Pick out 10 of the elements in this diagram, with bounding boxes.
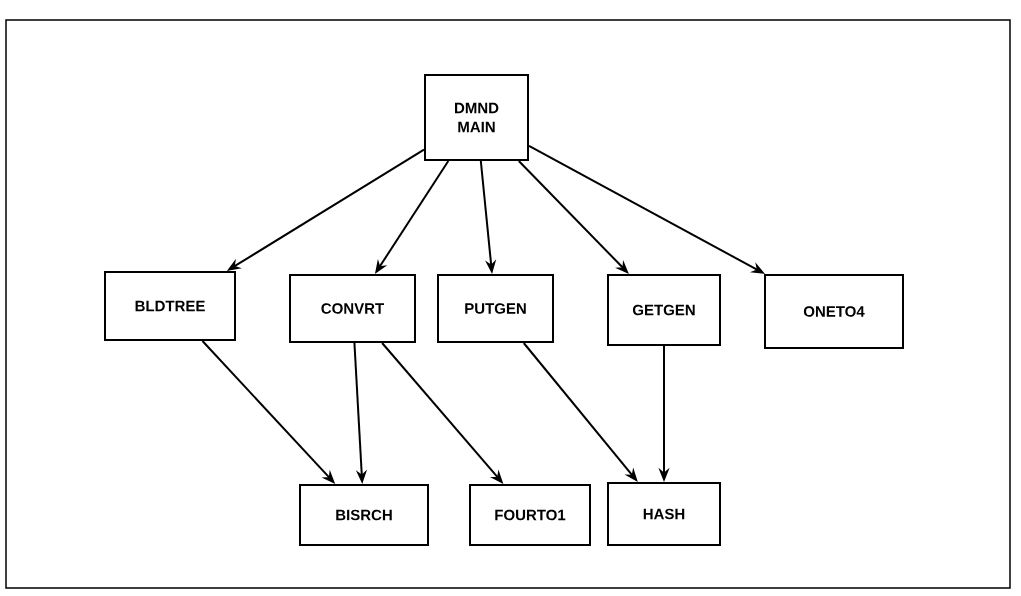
process-box: BLDTREE	[104, 271, 236, 341]
process-box: ONETO4	[764, 274, 904, 349]
process-box: HASH	[607, 482, 721, 546]
process-box: GETGEN	[607, 274, 721, 346]
process-box: PUTGEN	[437, 274, 554, 343]
process-box: DMND MAIN	[424, 74, 529, 161]
arrow	[517, 160, 629, 274]
process-box: BISRCH	[299, 484, 429, 546]
process-box: FOURTO1	[469, 484, 591, 546]
process-box: CONVRT	[289, 274, 416, 343]
